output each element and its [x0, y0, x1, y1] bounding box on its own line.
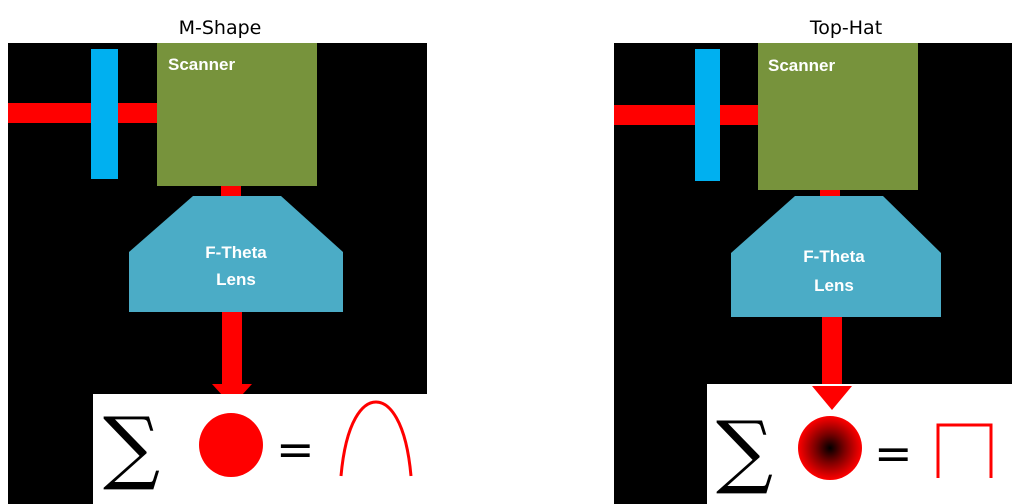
- scanner-box: [758, 43, 918, 190]
- scanner-box: [157, 43, 317, 186]
- lens-label-line2: Lens: [216, 270, 256, 289]
- m-shape-profile-curve: [339, 400, 413, 477]
- f-theta-lens: [129, 196, 343, 312]
- equals-symbol: =: [276, 422, 315, 476]
- top-hat-profile: [936, 423, 993, 478]
- laser-spot-gradient: [798, 416, 862, 480]
- sum-symbol: ∑: [103, 400, 160, 493]
- lens-label-line2: Lens: [814, 276, 854, 295]
- scanner-label: Scanner: [768, 56, 835, 75]
- laser-spot-solid: [199, 413, 263, 477]
- output-beam: [822, 317, 842, 386]
- lens-label-line1: F-Theta: [205, 243, 267, 262]
- panel-title-top-hat: Top-Hat: [809, 17, 883, 39]
- arrow-head: [812, 386, 852, 410]
- filter-plate: [695, 49, 720, 181]
- sum-symbol: ∑: [716, 404, 773, 497]
- scanner-to-lens-beam: [221, 186, 241, 196]
- filter-plate: [91, 49, 118, 179]
- scanner-to-lens-beam: [820, 190, 840, 200]
- input-beam: [8, 103, 158, 123]
- lens-label-line1: F-Theta: [803, 247, 865, 266]
- output-beam: [222, 312, 242, 384]
- equals-symbol: =: [874, 426, 913, 480]
- top-hat-panel: Scanner F-Theta Lens ∑ =: [614, 43, 1012, 504]
- input-beam: [614, 105, 760, 125]
- m-shape-panel: Scanner F-Theta Lens ∑ =: [8, 43, 427, 504]
- panel-title-m-shape: M-Shape: [178, 17, 262, 39]
- f-theta-lens: [731, 196, 941, 317]
- scanner-label: Scanner: [168, 55, 235, 74]
